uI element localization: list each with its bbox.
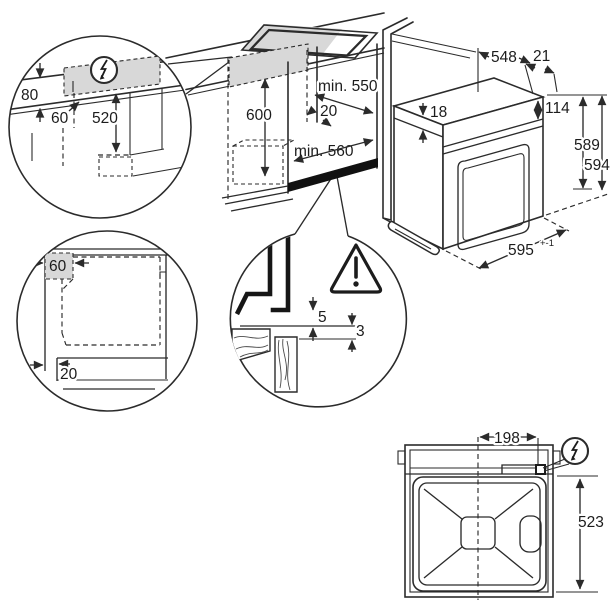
lightning-icon (560, 436, 590, 466)
oven-dimensions: 548 21 18 114 589 594 595 +-1 (418, 46, 611, 269)
dim-600-label: 600 (246, 107, 272, 124)
side-clearance-callout-circle (16, 230, 198, 412)
exclamation-dot (353, 281, 359, 287)
control-panel-band (442, 118, 544, 155)
back-panel-outer (412, 476, 547, 592)
side-clearance-detail (30, 248, 168, 390)
dim-60-label: 60 (51, 110, 69, 127)
front-gap-labels: 5 3 (316, 307, 367, 343)
dim-595-label: 595 (508, 242, 534, 259)
dim-114-label: 114 (545, 100, 570, 117)
terminal-box (535, 464, 546, 475)
oven-front-face (442, 95, 544, 251)
dim-3-label: 3 (356, 323, 365, 340)
dim-min550-label: min. 550 (318, 78, 378, 95)
dim-595-tolerance: +-1 (540, 238, 554, 249)
dim-523-label: 523 (578, 514, 604, 531)
dim-20-label: 20 (320, 103, 338, 120)
dim-520-label: 520 (92, 110, 118, 127)
cabinet-dimensions: 600 min. 550 20 min. 560 (244, 76, 380, 177)
x-brace (423, 488, 534, 579)
dim-min560-label: min. 560 (294, 143, 354, 160)
dim-5-label: 5 (318, 309, 327, 326)
oven-top-view: 198 523 (397, 428, 606, 600)
side-clearance-labels: 60 20 (49, 258, 80, 385)
dim-198-label: 198 (494, 430, 520, 447)
dim-21-label: 21 (533, 48, 550, 65)
power-connection-zone (228, 43, 309, 88)
cabinet (221, 17, 477, 245)
dim-589-label: 589 (574, 137, 600, 154)
left-tab (397, 450, 406, 465)
dim-548-label: 548 (491, 49, 517, 66)
dim-594-label: 594 (584, 157, 610, 174)
lightning-icon (89, 55, 119, 85)
callout-leader (294, 170, 349, 237)
vent-strip (288, 158, 378, 192)
side-recess (519, 515, 542, 553)
front-gap-detail (231, 233, 383, 393)
right-tab (552, 450, 561, 465)
dim-18-label: 18 (430, 104, 447, 121)
oven-perspective (387, 77, 609, 270)
dim-80-label: 80 (21, 87, 39, 104)
dim-20-side-label: 20 (60, 366, 78, 383)
dim-60-side-label: 60 (49, 258, 67, 275)
oven-door-inner (462, 153, 525, 241)
power-zone-detail-labels: 80 60 520 (19, 55, 120, 129)
